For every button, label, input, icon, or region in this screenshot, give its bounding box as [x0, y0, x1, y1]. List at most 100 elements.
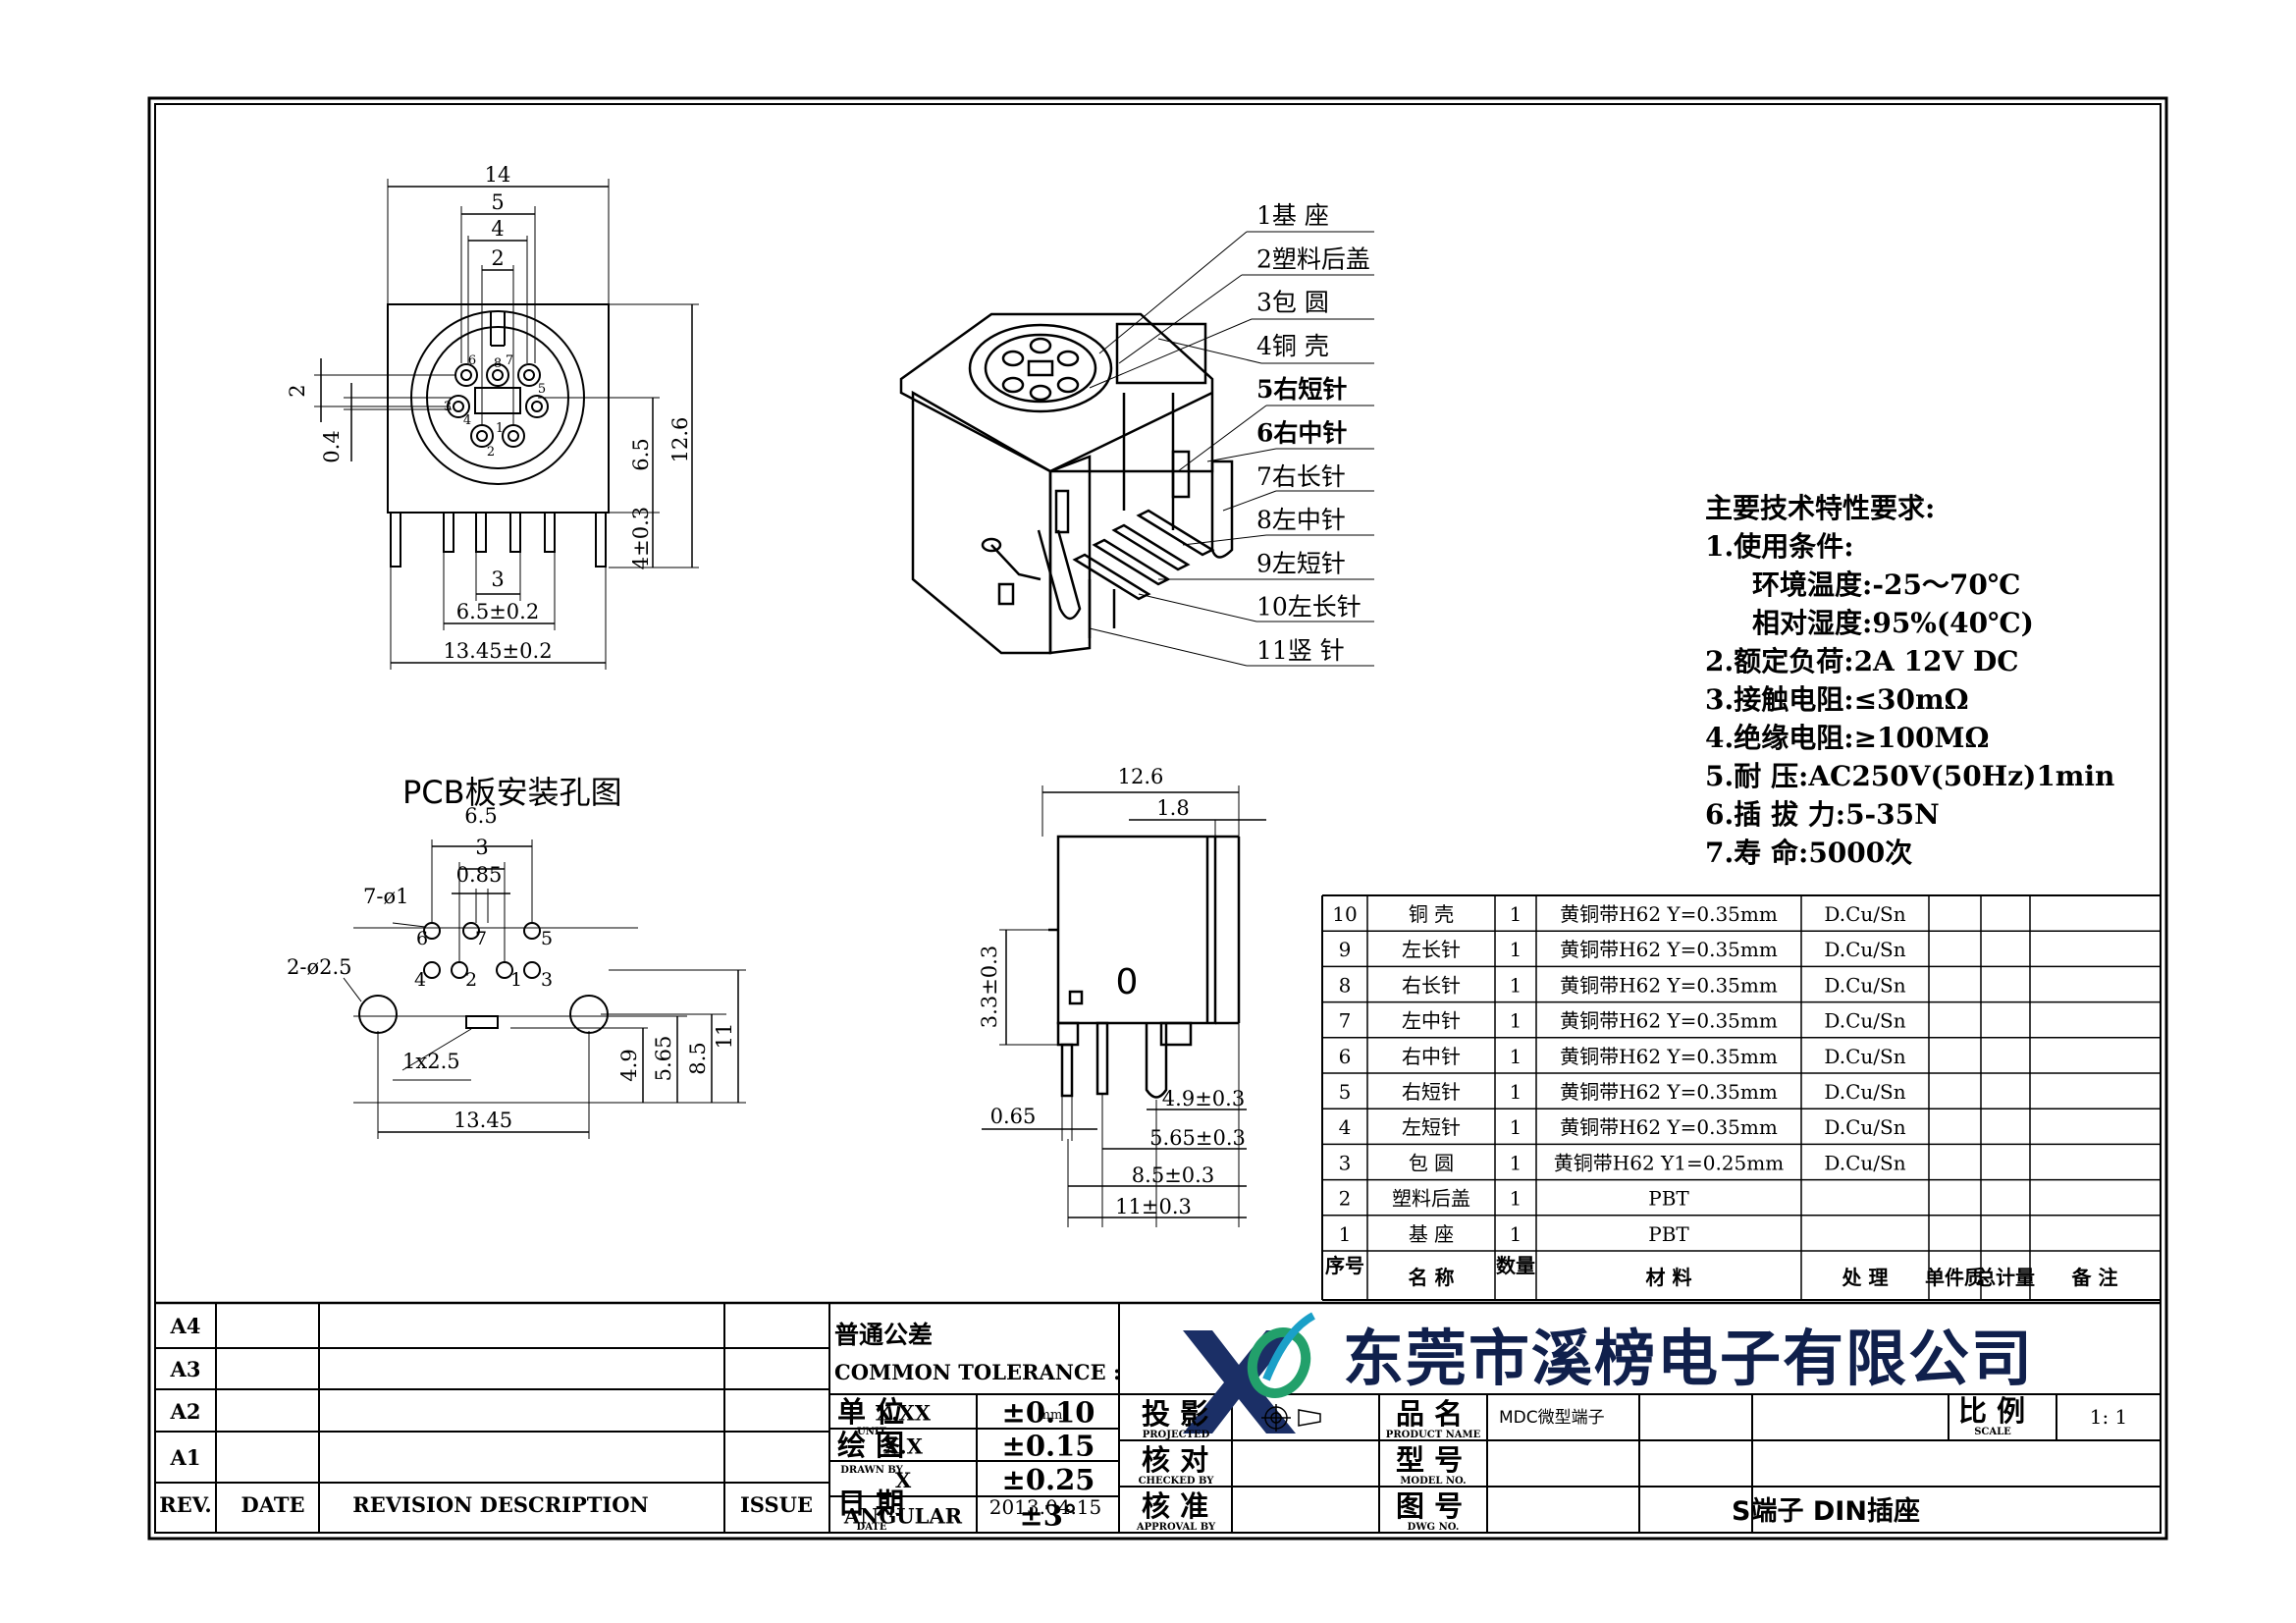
bom-cell-material: PBT — [1648, 1222, 1689, 1246]
bom-header: 序号 — [1325, 1254, 1364, 1277]
bom-cell-name: 左长针 — [1402, 938, 1461, 961]
spec-line: 1.使用条件: — [1705, 530, 1854, 563]
part-callout-label: 9左短针 — [1256, 549, 1346, 577]
bom-cell-material: 黄铜带H62 Y=0.35mm — [1560, 1009, 1778, 1033]
pcb-slot: 1x2.5 — [402, 1050, 460, 1073]
bom-cell-process: D.Cu/Sn — [1824, 938, 1905, 961]
rev-a2: A2 — [170, 1399, 201, 1424]
pcb-pin: 4 — [414, 969, 426, 991]
product-label: 品 名 — [1396, 1397, 1463, 1431]
dwg-label-en: DWG NO. — [1408, 1522, 1460, 1533]
bom-cell-qty: 1 — [1510, 938, 1522, 961]
pcb-pin: 7 — [475, 928, 487, 949]
projection-label: 投 影 — [1142, 1397, 1208, 1431]
bom-cell-no: 3 — [1339, 1151, 1352, 1174]
part-callout-label: 1基 座 — [1256, 201, 1329, 230]
issue-header: ISSUE — [740, 1492, 813, 1517]
side-dim-3-3: 3.3±0.3 — [978, 946, 1001, 1028]
pcb-dim-8-5: 8.5 — [686, 1042, 710, 1074]
spec-line: 环境温度:-25～70℃ — [1752, 568, 2020, 601]
tolerance-key: X.XX — [876, 1401, 932, 1426]
bom-cell-material: 黄铜带H62 Y=0.35mm — [1560, 902, 1778, 926]
spec-line: 相对湿度:95%(40℃) — [1752, 607, 2034, 639]
unit-value: mm — [1039, 1408, 1063, 1423]
scale-label-en: SCALE — [1974, 1427, 2011, 1437]
dim-4-0-3: 4±0.3 — [629, 507, 653, 569]
date-value: 2013.04.15 — [989, 1495, 1102, 1519]
date-label-en: DATE — [857, 1522, 887, 1533]
bom-cell-name: 左短针 — [1402, 1115, 1461, 1139]
unit-label: 单 位 — [837, 1395, 904, 1429]
tolerance-key: X — [895, 1468, 912, 1492]
pin-label: 5 — [538, 382, 546, 397]
tolerance-key: X.X — [883, 1434, 924, 1459]
pin-label: 1 — [496, 421, 504, 436]
bom-cell-no: 9 — [1339, 938, 1352, 961]
part-callout-label: 2塑料后盖 — [1256, 244, 1370, 273]
spec-line: 5.耐 压:AC250V(50Hz)1min — [1705, 760, 2114, 792]
dim-14: 14 — [485, 163, 511, 187]
pcb-dim-0-85: 0.85 — [456, 863, 503, 887]
bom-cell-material: PBT — [1648, 1187, 1689, 1211]
side-dim-5-65: 5.65±0.3 — [1149, 1126, 1246, 1150]
pin-label: 6 — [468, 353, 476, 368]
side-dim-12-6: 12.6 — [1118, 765, 1164, 788]
approval-label-en: APPROVAL BY — [1136, 1522, 1216, 1533]
revision-description-header: REVISION DESCRIPTION — [352, 1492, 648, 1517]
pcb-pin: 3 — [541, 969, 553, 991]
spec-line: 4.绝缘电阻:≥100MΩ — [1705, 722, 1989, 754]
dwg-label: 图 号 — [1396, 1489, 1463, 1523]
spec-line: 7.寿 命:5000次 — [1705, 837, 1912, 869]
rev-a4: A4 — [170, 1314, 201, 1338]
pcb-hole-2: 2-ø2.5 — [287, 955, 352, 979]
bom-cell-material: 黄铜带H62 Y=0.35mm — [1560, 973, 1778, 997]
bom-cell-qty: 1 — [1510, 1080, 1522, 1104]
rev-a1: A1 — [170, 1445, 201, 1470]
date-label: 日 期 — [837, 1487, 904, 1520]
part-callout-label: 11竖 针 — [1256, 636, 1345, 665]
isometric-view — [899, 312, 1234, 655]
part-callout-label: 10左长针 — [1256, 593, 1362, 622]
bom-cell-no: 8 — [1339, 973, 1352, 997]
side-dim-1-8: 1.8 — [1156, 796, 1189, 820]
bom-cell-name: 左中针 — [1402, 1009, 1461, 1033]
bom-cell-material: 黄铜带H62 Y=0.35mm — [1560, 1080, 1778, 1104]
spec-line: 3.接触电阻:≤30mΩ — [1705, 683, 1969, 716]
pcb-dim-6-5: 6.5 — [464, 804, 497, 828]
side-view — [982, 785, 1266, 1227]
date-header: DATE — [241, 1492, 305, 1517]
bom-cell-no: 1 — [1339, 1222, 1352, 1246]
bom-cell-name: 右短针 — [1402, 1080, 1461, 1104]
pcb-pin: 1 — [510, 969, 522, 991]
pin-label: 3 — [444, 400, 452, 414]
dim-b-3: 3 — [491, 568, 504, 591]
callout-leaders — [1089, 231, 1374, 667]
rev-header: REV. — [159, 1492, 211, 1517]
tolerance-title-cn: 普通公差 — [834, 1321, 933, 1349]
bom-cell-qty: 1 — [1510, 1009, 1522, 1033]
pcb-pin: 2 — [465, 969, 477, 991]
part-callout-label: 7右长针 — [1256, 462, 1346, 491]
pcb-dim-4-9: 4.9 — [617, 1049, 641, 1081]
pcb-view — [343, 839, 746, 1139]
bom-header: 名 称 — [1409, 1266, 1455, 1289]
pcb-hole-7: 7-ø1 — [363, 885, 408, 908]
dim-5: 5 — [491, 190, 504, 214]
pcb-dim-3: 3 — [475, 836, 488, 859]
dim-0-4: 0.4 — [320, 430, 344, 462]
side-mark: 0 — [1116, 962, 1139, 1002]
bom-header: 备 注 — [2071, 1266, 2118, 1289]
part-callout-label: 3包 圆 — [1256, 289, 1329, 317]
front-view — [314, 179, 699, 670]
bom-cell-no: 5 — [1339, 1080, 1352, 1104]
bom-cell-material: 黄铜带H62 Y1=0.25mm — [1554, 1151, 1784, 1174]
bom-cell-name: 基 座 — [1409, 1222, 1454, 1246]
tolerance-key: ANGULAR — [843, 1504, 963, 1529]
tech-specs: 主要技术特性要求: 1.使用条件: 环境温度:-25～70℃ 相对湿度:95%(… — [1705, 492, 2114, 869]
dim-v-2: 2 — [286, 384, 309, 397]
bom-cell-process: D.Cu/Sn — [1824, 1151, 1905, 1174]
rev-a3: A3 — [170, 1357, 201, 1381]
